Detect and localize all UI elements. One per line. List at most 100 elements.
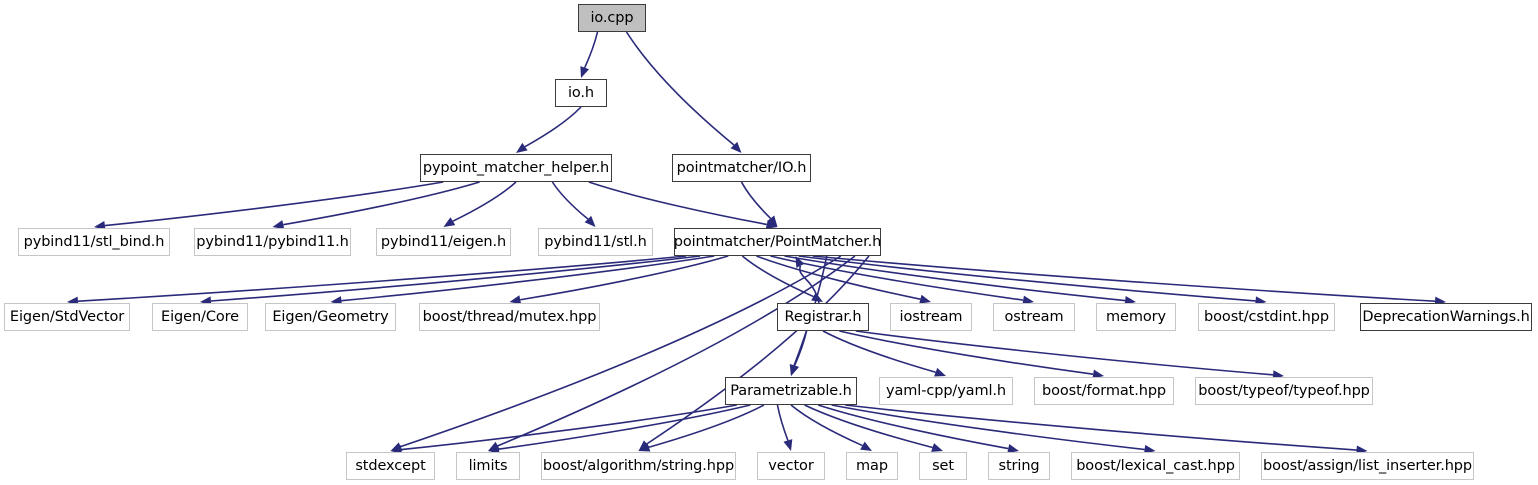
graph-edge-arrowhead xyxy=(443,217,456,227)
graph-node-label: boost/thread/mutex.hpp xyxy=(422,308,597,325)
graph-node-eigen-core[interactable]: Eigen/Core xyxy=(152,303,248,331)
graph-edge-parametrizable-h-to-stdexcept xyxy=(401,404,737,451)
graph-node-label: Registrar.h xyxy=(784,308,862,325)
graph-edge-arrowhead xyxy=(94,221,106,231)
graph-node-label: Parametrizable.h xyxy=(730,382,852,399)
graph-node-label: stdexcept xyxy=(355,457,426,474)
graph-edge-pm-pointmatcher-h-to-boost-algo-string xyxy=(646,255,870,445)
graph-node-boost-lexical[interactable]: boost/lexical_cast.hpp xyxy=(1071,452,1240,480)
graph-edge-pypoint-helper-to-pybind-stl-bind xyxy=(104,181,444,227)
graph-edge-pm-pointmatcher-h-to-boost-mutex xyxy=(520,255,729,301)
graph-node-label: boost/format.hpp xyxy=(1041,382,1167,399)
graph-edge-parametrizable-h-to-set xyxy=(804,404,933,449)
graph-node-label: Eigen/Core xyxy=(161,308,239,325)
graph-edge-parametrizable-h-to-map xyxy=(790,404,863,447)
graph-edge-arrowhead xyxy=(638,442,651,452)
graph-node-iostream[interactable]: iostream xyxy=(890,303,972,331)
graph-node-label: DeprecationWarnings.h xyxy=(1362,308,1530,325)
graph-edge-arrowhead xyxy=(1022,295,1034,305)
graph-edge-parametrizable-h-to-boost-lexical xyxy=(831,404,1145,451)
graph-edge-parametrizable-h-to-vector xyxy=(776,404,789,441)
graph-edge-pypoint-helper-to-pybind-eigen xyxy=(452,181,517,222)
graph-node-map[interactable]: map xyxy=(846,452,898,480)
graph-node-label: io.cpp xyxy=(590,9,634,26)
graph-edge-arrowhead xyxy=(934,367,946,377)
graph-node-io-h[interactable]: io.h xyxy=(555,79,607,107)
graph-node-string[interactable]: string xyxy=(988,452,1050,480)
graph-node-label: boost/cstdint.hpp xyxy=(1204,308,1329,325)
graph-node-pm-io-h[interactable]: pointmatcher/IO.h xyxy=(672,154,811,182)
graph-node-label: limits xyxy=(468,457,508,474)
graph-edge-pypoint-helper-to-pybind-stl xyxy=(551,181,589,220)
graph-node-eigen-geometry[interactable]: Eigen/Geometry xyxy=(265,303,396,331)
graph-edge-arrowhead xyxy=(790,364,799,376)
graph-node-parametrizable-h[interactable]: Parametrizable.h xyxy=(725,377,857,405)
graph-edge-pm-pointmatcher-h-to-registrar-h xyxy=(741,255,814,298)
graph-node-label: io.h xyxy=(567,84,595,101)
graph-edge-pm-pointmatcher-h-to-eigen-stdvector xyxy=(77,255,687,302)
graph-node-io-cpp[interactable]: io.cpp xyxy=(578,4,646,32)
graph-node-pypoint-helper[interactable]: pypoint_matcher_helper.h xyxy=(420,154,612,182)
graph-edge-arrowhead xyxy=(919,294,931,304)
graph-node-pybind-pybind11[interactable]: pybind11/pybind11.h xyxy=(194,228,351,256)
graph-edge-registrar-h-to-boost-format xyxy=(839,330,1094,375)
graph-edge-parametrizable-h-to-boost-algo-string xyxy=(648,404,765,448)
graph-edge-arrowhead xyxy=(488,444,500,454)
graph-node-pybind-stl[interactable]: pybind11/stl.h xyxy=(538,228,653,256)
graph-node-boost-algo-string[interactable]: boost/algorithm/string.hpp xyxy=(541,452,736,480)
graph-edge-pypoint-helper-to-pm-pointmatcher-h xyxy=(588,181,767,226)
graph-node-boost-format[interactable]: boost/format.hpp xyxy=(1034,377,1174,405)
graph-edge-parametrizable-h-to-string xyxy=(817,404,1009,450)
graph-node-label: iostream xyxy=(899,308,963,325)
graph-node-boost-typeof[interactable]: boost/typeof/typeof.hpp xyxy=(1195,377,1373,405)
graph-edge-arrowhead xyxy=(638,440,650,451)
graph-node-pybind-stl-bind[interactable]: pybind11/stl_bind.h xyxy=(18,228,170,256)
graph-edge-arrowhead xyxy=(509,295,522,305)
graph-node-label: pointmatcher/IO.h xyxy=(676,159,807,176)
graph-edge-arrowhead xyxy=(860,441,872,451)
graph-node-pm-pointmatcher-h[interactable]: pointmatcher/PointMatcher.h xyxy=(674,228,881,256)
graph-edge-arrowhead xyxy=(330,296,342,306)
graph-node-deprecation[interactable]: DeprecationWarnings.h xyxy=(1360,303,1532,331)
graph-node-limits[interactable]: limits xyxy=(456,452,520,480)
graph-edge-arrowhead xyxy=(1124,296,1136,306)
graph-node-boost-mutex[interactable]: boost/thread/mutex.hpp xyxy=(419,303,600,331)
graph-node-set[interactable]: set xyxy=(919,452,967,480)
graph-edge-arrowhead xyxy=(783,439,793,451)
graph-edge-arrowhead xyxy=(584,215,596,227)
graph-node-label: map xyxy=(856,457,888,474)
graph-node-label: pybind11/stl_bind.h xyxy=(23,233,165,250)
graph-node-ostream[interactable]: ostream xyxy=(993,303,1075,331)
graph-node-memory[interactable]: memory xyxy=(1096,303,1176,331)
graph-node-label: pointmatcher/PointMatcher.h xyxy=(673,233,882,250)
graph-edge-arrowhead xyxy=(1092,369,1104,379)
graph-node-pybind-eigen[interactable]: pybind11/eigen.h xyxy=(376,228,511,256)
graph-node-eigen-stdvector[interactable]: Eigen/StdVector xyxy=(4,303,130,331)
graph-edge-pm-pointmatcher-h-to-eigen-core xyxy=(210,255,701,302)
graph-edge-arrowhead xyxy=(931,443,943,452)
graph-edge-registrar-h-to-boost-typeof xyxy=(855,330,1274,376)
graph-edge-arrowhead xyxy=(1143,444,1156,455)
graph-node-label: string xyxy=(998,457,1040,474)
graph-node-label: pybind11/eigen.h xyxy=(380,233,507,250)
graph-edge-arrowhead xyxy=(730,141,742,153)
graph-edge-io-cpp-to-io-h xyxy=(583,31,599,68)
graph-node-boost-assign[interactable]: boost/assign/list_inserter.hpp xyxy=(1261,452,1474,480)
graph-edge-pm-pointmatcher-h-to-stdexcept xyxy=(400,255,842,448)
graph-node-stdexcept[interactable]: stdexcept xyxy=(346,452,435,480)
graph-edge-arrowhead xyxy=(516,142,528,153)
graph-node-vector[interactable]: vector xyxy=(757,452,825,480)
graph-edge-arrowhead xyxy=(272,220,285,230)
graph-edge-pm-pointmatcher-h-to-ostream xyxy=(770,255,1024,301)
graph-edge-arrowhead xyxy=(1007,444,1019,454)
graph-node-yaml-cpp[interactable]: yaml-cpp/yaml.h xyxy=(879,377,1013,405)
graph-node-registrar-h[interactable]: Registrar.h xyxy=(777,303,869,331)
graph-edge-arrowhead xyxy=(765,219,778,229)
graph-edge-registrar-h-to-yaml-cpp xyxy=(822,330,936,373)
graph-node-label: vector xyxy=(768,457,814,474)
graph-node-label: memory xyxy=(1106,308,1166,325)
graph-node-boost-cstdint[interactable]: boost/cstdint.hpp xyxy=(1198,303,1335,331)
graph-edge-io-cpp-to-pm-io-h xyxy=(625,31,735,146)
graph-node-label: pypoint_matcher_helper.h xyxy=(422,159,610,176)
